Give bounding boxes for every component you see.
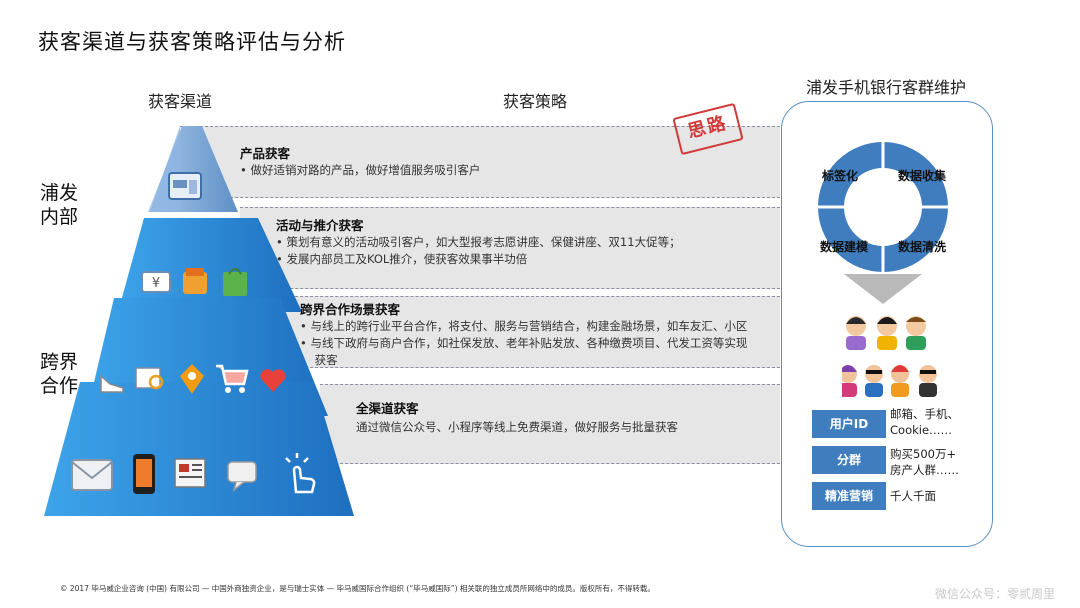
copyright-footer: © 2017 毕马威企业咨询 (中国) 有限公司 — 中国外商独资企业，是与瑞士… [60, 584, 655, 593]
strategy-1-bullet-1: • 做好适销对路的产品，做好增值服务吸引客户 [240, 163, 481, 177]
customer-avatars-icon [842, 316, 937, 397]
cycle-label-modeling: 数据建模 [820, 240, 869, 254]
strategy-2-title: 活动与推介获客 [276, 218, 364, 233]
header-strategy: 获客策略 [503, 92, 568, 111]
newspaper-icon [174, 458, 206, 488]
header-maintenance: 浦发手机银行客群维护 [805, 78, 966, 97]
cycle-label-cleaning: 数据清洗 [898, 240, 947, 254]
cycle-label-collection: 数据收集 [898, 169, 947, 183]
heart-icon [260, 369, 286, 392]
tag-precision-marketing: 精准营销 [812, 482, 886, 510]
tag-segmentation-desc: 购买500万+ 房产人群…… [890, 447, 959, 477]
mail-icon [71, 459, 113, 491]
strategy-band-3 [280, 296, 780, 368]
tag-segmentation: 分群 [812, 446, 886, 474]
watermark: 微信公众号：零贰周里 [935, 587, 1056, 601]
down-arrow-icon [844, 274, 922, 304]
search-card-icon [135, 367, 164, 390]
strategy-3-title: 跨界合作场景获客 [300, 302, 401, 317]
strategy-1-title: 产品获客 [240, 146, 291, 161]
strategy-4-text: 通过微信公众号、小程序等线上免费渠道，做好服务与批量获客 [356, 420, 678, 434]
data-cycle-diagram [818, 142, 948, 272]
page-title: 获客渠道与获客策略评估与分析 [38, 30, 346, 54]
strategy-band-1 [180, 126, 780, 198]
side-label-internal: 浦发 内部 [40, 182, 79, 228]
tag-precision-marketing-desc: 千人千面 [890, 489, 936, 503]
strategy-band-2 [240, 207, 780, 289]
cycle-label-tagging: 标签化 [822, 169, 859, 183]
strategy-4-title: 全渠道获客 [356, 401, 419, 416]
strategy-3-bullet-2: • 与线下政府与商户合作，如社保发放、老年补贴发放、各种缴费项目、代发工资等实现 [300, 336, 748, 350]
tap-gesture-icon [285, 453, 316, 494]
shoe-icon [100, 374, 124, 393]
tag-user-id: 用户ID [812, 410, 886, 438]
shopping-cart-icon [216, 364, 249, 393]
side-label-crossborder: 跨界 合作 [40, 351, 79, 397]
app-window-icon [168, 172, 202, 200]
wallet-icon [183, 268, 207, 294]
mobile-phone-icon [133, 454, 155, 494]
pyramid-tier-4 [44, 382, 354, 516]
strategy-band-4 [320, 384, 780, 464]
svg-text:¥: ¥ [152, 276, 160, 291]
shopping-bag-icon [223, 268, 247, 296]
pyramid-tier-2 [118, 218, 302, 312]
tag-user-id-desc: 邮箱、手机、 Cookie…… [890, 407, 959, 437]
header-channel: 获客渠道 [148, 92, 213, 111]
money-icon: ¥ [141, 271, 171, 293]
chat-bubble-icon [227, 461, 257, 492]
strategy-3-bullet-3: 获客 [300, 353, 338, 367]
strategy-3-bullet-1: • 与线上的跨行业平台合作，将支付、服务与营销结合，构建金融场景，如车友汇、小区 [300, 319, 748, 333]
strategy-2-bullet-1: • 策划有意义的活动吸引客户，如大型报考志愿讲座、保健讲座、双11大促等； [276, 235, 681, 249]
price-tag-icon [180, 364, 204, 394]
strategy-2-bullet-2: • 发展内部员工及KOL推介，使获客效果事半功倍 [276, 252, 528, 266]
